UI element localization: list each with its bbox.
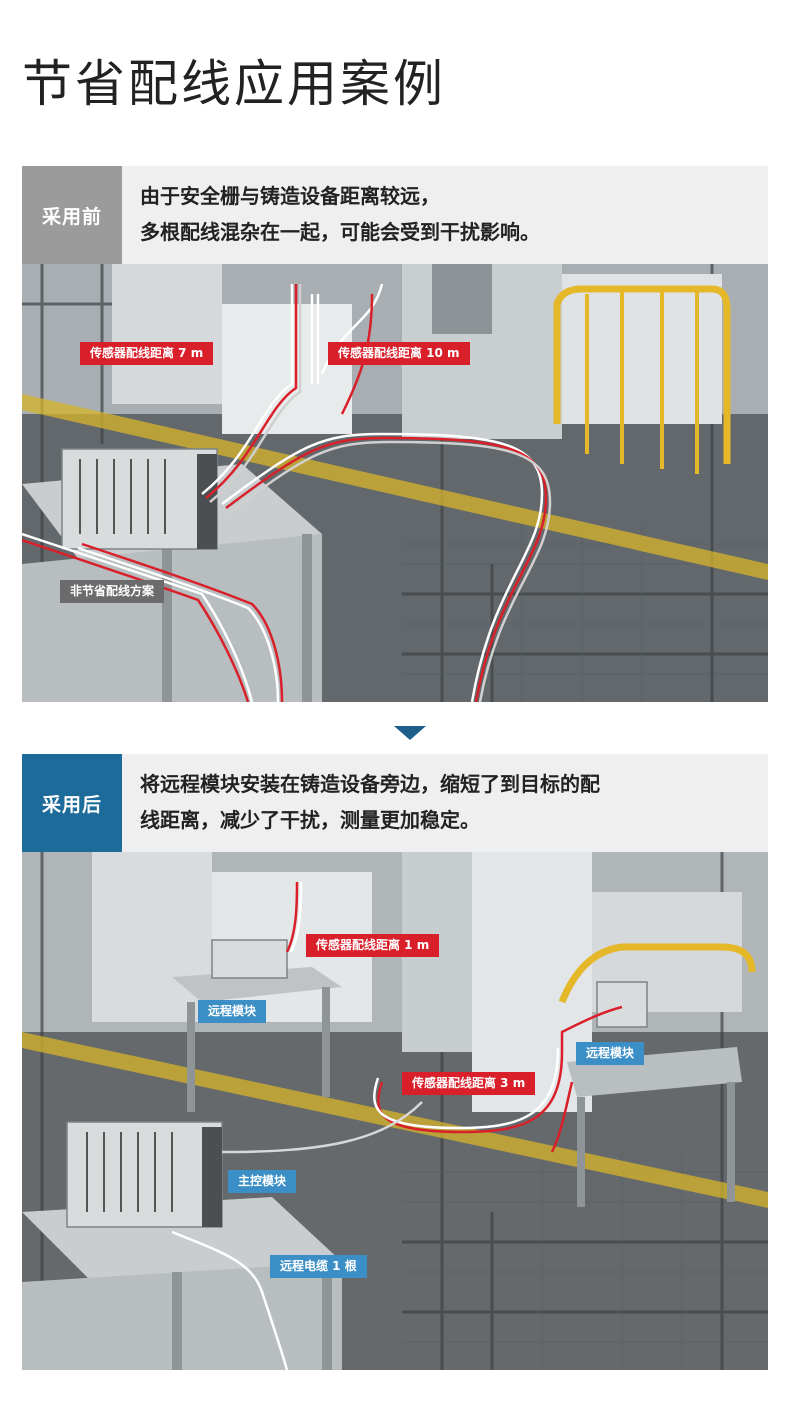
after-description: 将远程模块安装在铸造设备旁边，缩短了到目标的配 线距离，减少了干扰，测量更加稳定… (122, 754, 600, 852)
label-main-control-module: 主控模块 (228, 1170, 297, 1193)
after-header: 采用后 将远程模块安装在铸造设备旁边，缩短了到目标的配 线距离，减少了干扰，测量… (22, 754, 768, 852)
down-arrow-icon (394, 726, 426, 740)
after-badge: 采用后 (22, 754, 122, 852)
after-description-line2: 线距离，减少了干扰，测量更加稳定。 (140, 808, 480, 832)
label-remote-module-machine: 远程模块 (576, 1042, 645, 1065)
before-header: 采用前 由于安全栅与铸造设备距离较远， 多根配线混杂在一起，可能会受到干扰影响。 (22, 166, 768, 264)
label-remote-cable: 远程电缆 1 根 (270, 1255, 367, 1278)
label-sensor-wiring-7m: 传感器配线距离 7 m (80, 342, 214, 365)
label-non-saving-scheme: 非节省配线方案 (60, 580, 165, 603)
before-factory-scene (22, 264, 768, 702)
page-title: 节省配线应用案例 (22, 55, 446, 113)
after-illustration: 传感器配线距离 1 m 远程模块 传感器配线距离 3 m 远程模块 主控模块 远… (22, 852, 768, 1370)
before-section: 采用前 由于安全栅与铸造设备距离较远， 多根配线混杂在一起，可能会受到干扰影响。 (22, 166, 768, 702)
after-factory-scene (22, 852, 768, 1370)
before-description: 由于安全栅与铸造设备距离较远， 多根配线混杂在一起，可能会受到干扰影响。 (122, 166, 540, 264)
after-section: 采用后 将远程模块安装在铸造设备旁边，缩短了到目标的配 线距离，减少了干扰，测量… (22, 754, 768, 1370)
label-sensor-wiring-1m: 传感器配线距离 1 m (306, 934, 440, 957)
after-description-line1: 将远程模块安装在铸造设备旁边，缩短了到目标的配 (140, 772, 600, 796)
label-sensor-wiring-10m: 传感器配线距离 10 m (328, 342, 470, 365)
label-sensor-wiring-3m: 传感器配线距离 3 m (402, 1072, 536, 1095)
before-badge: 采用前 (22, 166, 122, 264)
before-description-line2: 多根配线混杂在一起，可能会受到干扰影响。 (140, 220, 540, 244)
before-illustration: 传感器配线距离 7 m 传感器配线距离 10 m 非节省配线方案 (22, 264, 768, 702)
label-remote-module-cart: 远程模块 (198, 1000, 267, 1023)
before-description-line1: 由于安全栅与铸造设备距离较远， (140, 184, 440, 208)
